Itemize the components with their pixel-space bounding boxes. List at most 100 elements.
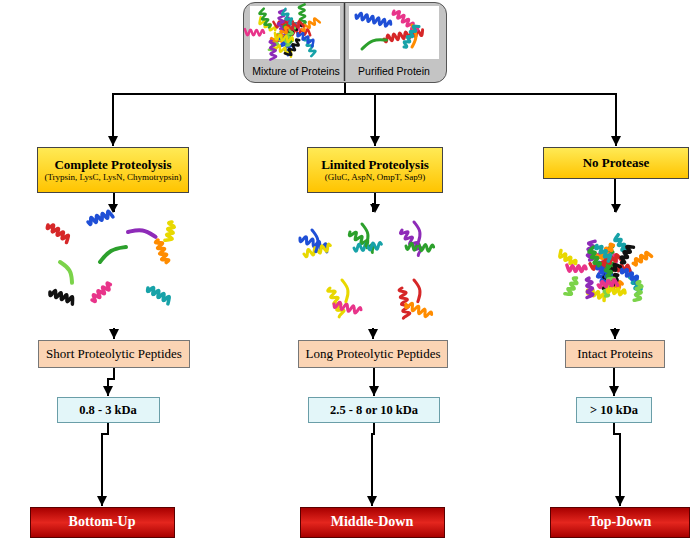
box-label: Bottom-Up — [69, 514, 136, 531]
box-label: Intact Proteins — [577, 346, 652, 362]
helix-ribbon — [304, 244, 330, 257]
strand-ribbon — [128, 230, 156, 237]
illustration-ground — [288, 212, 454, 328]
flow-arrow — [113, 83, 345, 146]
flow-arrow — [613, 368, 615, 396]
helix-ribbon — [607, 286, 625, 295]
helix-ribbon — [634, 282, 642, 301]
mass-range-box: 2.5 - 8 or 10 kDa — [308, 397, 440, 423]
helix-ribbon — [88, 211, 113, 224]
helix-ribbon — [148, 288, 170, 304]
helix-ribbon — [245, 29, 264, 35]
box-sublabel: (Trypsin, LysC, LysN, Chymotrypsin) — [44, 172, 181, 183]
box-label: Middle-Down — [331, 514, 413, 531]
helix-ribbon — [328, 288, 344, 317]
strategy-box: Middle-Down — [300, 507, 445, 538]
helix-ribbon — [590, 261, 609, 269]
helix-ribbon — [597, 244, 614, 258]
image-ground — [349, 6, 439, 59]
helix-ribbon — [633, 252, 651, 264]
flow-arrow — [614, 423, 620, 506]
strand-ribbon — [312, 230, 318, 252]
product-box: Intact Proteins — [565, 340, 665, 368]
long-peptides-figure — [300, 222, 434, 318]
helix-ribbon — [399, 288, 410, 318]
helix-ribbon — [259, 9, 270, 28]
box-label: Complete Proteolysis — [54, 157, 171, 173]
box-label: Limited Proteolysis — [321, 157, 429, 173]
flow-arrow — [372, 423, 374, 506]
box-sublabel: Purified Protein — [345, 65, 443, 78]
helix-ribbon — [354, 242, 381, 251]
helix-ribbon — [589, 247, 600, 266]
box-label: Top-Down — [589, 514, 652, 531]
helix-ribbon — [300, 237, 327, 252]
helix-ribbon — [602, 255, 621, 265]
helix-ribbon — [615, 235, 628, 252]
helix-ribbon — [349, 232, 373, 252]
flow-arrow — [614, 179, 616, 339]
helix-ribbon — [621, 270, 637, 283]
divider-line — [344, 3, 346, 81]
helix-ribbon — [587, 241, 595, 260]
box-label: > 10 kDa — [590, 403, 638, 418]
helix-ribbon — [334, 302, 361, 313]
helix-ribbon — [604, 262, 613, 281]
box-label: Mixture of Proteins — [247, 65, 345, 78]
helix-ribbon — [275, 33, 293, 42]
mass-range-box: > 10 kDa — [576, 397, 652, 423]
helix-ribbon — [297, 33, 313, 46]
helix-ribbon — [356, 13, 391, 26]
helix-ribbon — [586, 278, 592, 297]
helix-ribbon — [587, 289, 604, 300]
strand-ribbon — [362, 224, 368, 246]
strand-ribbon — [100, 247, 126, 262]
helix-ribbon — [567, 265, 586, 271]
helix-ribbon — [598, 274, 611, 291]
strand-ribbon — [414, 280, 420, 302]
helix-ribbon — [50, 291, 73, 305]
arrow-head — [611, 204, 621, 213]
arrow-head — [108, 204, 118, 213]
flow-arrow — [373, 193, 375, 339]
illustration-ground — [36, 212, 194, 328]
helix-ribbon — [603, 282, 622, 292]
box-label: Long Proteolytic Peptides — [305, 346, 440, 362]
helix-ribbon — [600, 254, 610, 272]
short-peptides-figure — [47, 211, 174, 304]
arrow-head — [370, 204, 380, 213]
flow-arrow — [102, 423, 108, 506]
source-panel: Mixture of ProteinsPurified Protein — [243, 2, 447, 83]
helix-ribbon — [604, 279, 614, 296]
strand-ribbon — [362, 40, 386, 49]
helix-ribbon — [565, 278, 577, 294]
helix-ribbon — [156, 240, 169, 263]
helix-ribbon — [596, 245, 611, 261]
product-box: Short Proteolytic Peptides — [38, 340, 190, 368]
flow-arrow — [108, 368, 114, 396]
helix-ribbon — [630, 275, 641, 294]
helix-ribbon — [598, 253, 616, 262]
flow-arrow — [345, 83, 375, 146]
strategy-box: Bottom-Up — [30, 507, 175, 538]
helix-ribbon — [597, 262, 612, 278]
helix-ribbon — [165, 222, 174, 240]
helix-ribbon — [406, 303, 432, 316]
helix-ribbon — [270, 40, 276, 59]
helix-ribbon — [401, 230, 422, 255]
strand-ribbon — [342, 280, 348, 302]
helix-ribbon — [598, 280, 617, 288]
helix-ribbon — [406, 243, 434, 251]
box-label: Short Proteolytic Peptides — [46, 346, 182, 362]
box-sublabel: (GluC, AspN, OmpT, Sap9) — [325, 172, 425, 183]
helix-ribbon — [92, 283, 110, 301]
helix-ribbon — [560, 251, 576, 264]
box-label: 0.8 - 3 kDa — [79, 403, 137, 418]
helix-ribbon — [47, 225, 68, 243]
method-box: Limited Proteolysis(GluC, AspN, OmpT, Sa… — [307, 147, 443, 193]
flow-arrow — [113, 193, 115, 339]
box-label: 2.5 - 8 or 10 kDa — [330, 403, 418, 418]
method-box: No Protease — [543, 147, 689, 179]
flow-arrow — [373, 368, 375, 396]
helix-ribbon — [604, 264, 620, 278]
